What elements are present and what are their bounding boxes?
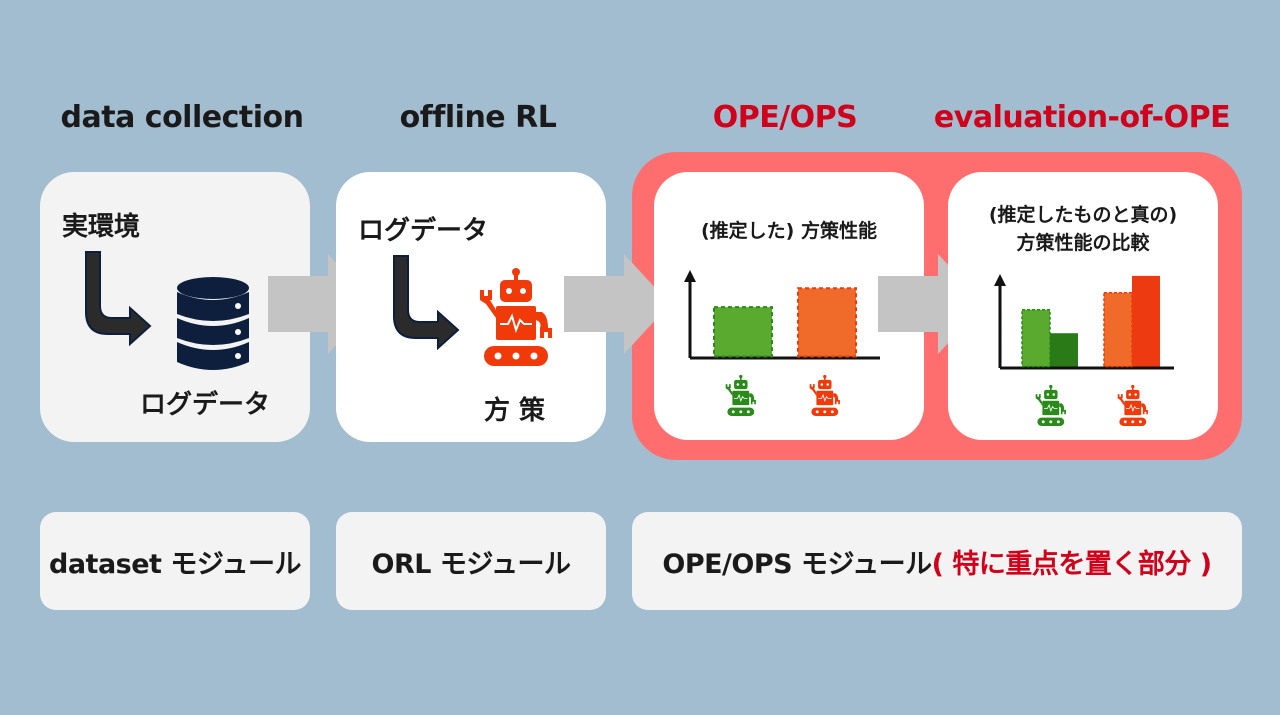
ope-ops-card: (推定した) 方策性能 — [654, 172, 924, 440]
policy-label: 方 策 — [484, 396, 546, 426]
focus-emphasis-label: ( 特に重点を置く部分 ) — [931, 548, 1212, 580]
dataset-module[interactable]: dataset モジュール — [40, 512, 310, 610]
ope-chart-title: (推定した) 方策性能 — [701, 220, 877, 242]
ope-ops-module[interactable]: OPE/OPS モジュール ( 特に重点を置く部分 ) — [632, 512, 1242, 610]
stage-title-offline-rl: offline RL — [399, 100, 557, 135]
bar-estimated-policy-red — [797, 287, 857, 358]
comparison-chart — [994, 274, 1174, 426]
flow-arrow-icon — [564, 254, 670, 354]
database-icon — [177, 277, 249, 370]
robot-red-icon — [1117, 384, 1148, 426]
evaluation-of-ope-card: (推定したものと真の) 方策性能の比較 — [948, 172, 1218, 440]
stage-title-ope-ops: OPE/OPS — [712, 100, 858, 135]
bar-true-policy-green — [1050, 333, 1078, 367]
bar-estimated-policy-green — [713, 306, 773, 358]
robot-policy-icon — [480, 268, 552, 366]
robot-green-icon — [1035, 384, 1066, 426]
real-environment-label: 実環境 — [62, 212, 141, 242]
robot-red-icon — [809, 374, 840, 416]
log-data-label: ログデータ — [140, 390, 271, 420]
evaluation-chart-title-line2: 方策性能の比較 — [1016, 232, 1150, 254]
stage-title-data-collection: data collection — [60, 100, 304, 135]
offline-rl-card: ログデータ 方 策 — [336, 172, 606, 442]
y-axis-arrowhead — [994, 274, 1006, 286]
estimated-performance-chart — [684, 270, 880, 416]
bent-arrow-icon — [393, 255, 460, 351]
y-axis-arrowhead — [684, 270, 696, 282]
bent-arrow-icon — [85, 251, 152, 347]
evaluation-chart-title-line1: (推定したものと真の) — [988, 204, 1178, 226]
bar-true-policy-red — [1132, 275, 1160, 367]
orl-module[interactable]: ORL モジュール — [336, 512, 606, 610]
bar-estimated-policy-red — [1103, 292, 1133, 368]
data-collection-card: 実環境 ログデータ — [40, 172, 310, 442]
robot-green-icon — [725, 374, 756, 416]
log-data-input-label: ログデータ — [358, 216, 489, 246]
bar-estimated-policy-green — [1021, 308, 1051, 368]
orl-module-label: ORL モジュール — [371, 548, 571, 580]
dataset-module-label: dataset モジュール — [49, 548, 301, 580]
stage-title-evaluation-of-ope: evaluation-of-OPE — [933, 100, 1231, 135]
ope-ops-module-label: OPE/OPS モジュール — [662, 548, 932, 580]
